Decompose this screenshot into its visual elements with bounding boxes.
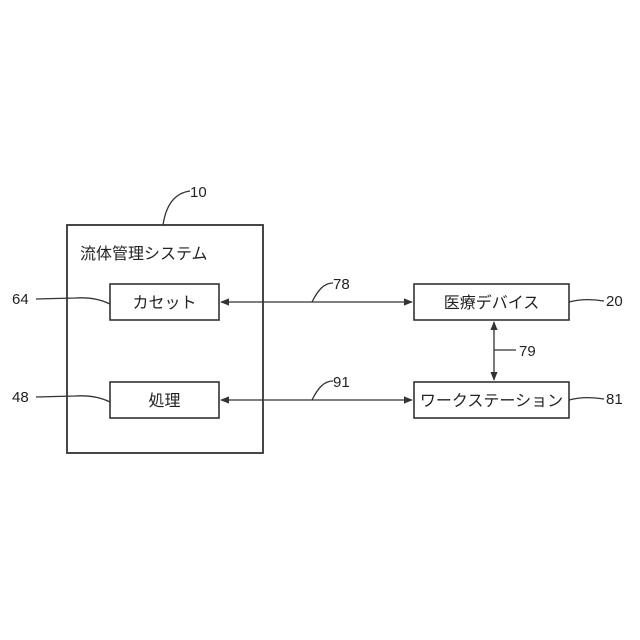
medical-device-ref-label: 20: [606, 293, 623, 310]
workstation-block: ワークステーション: [414, 382, 569, 418]
device-workstation-connector: 79: [494, 322, 536, 380]
cassette-block: カセット: [110, 284, 219, 320]
system-ref-label: 10: [190, 184, 207, 201]
medical-device-ref-callout: 20: [569, 293, 623, 310]
device-workstation-ref: 79: [519, 343, 536, 360]
medical-device-label: 医療デバイス: [444, 293, 540, 312]
workstation-ref-label: 81: [606, 391, 623, 408]
workstation-label: ワークステーション: [420, 391, 563, 410]
workstation-ref-callout: 81: [569, 391, 623, 408]
medical-device-block: 医療デバイス: [414, 284, 569, 320]
processing-label: 処理: [148, 391, 180, 410]
system-ref-callout: 10: [163, 184, 207, 225]
processing-block: 処理: [110, 382, 219, 418]
cassette-label: カセット: [132, 293, 196, 312]
processing-ref-label: 48: [12, 389, 29, 406]
cassette-device-ref: 78: [333, 276, 350, 293]
processing-workstation-ref: 91: [333, 374, 350, 391]
cassette-ref-label: 64: [12, 291, 29, 308]
system-title: 流体管理システム: [80, 244, 208, 263]
